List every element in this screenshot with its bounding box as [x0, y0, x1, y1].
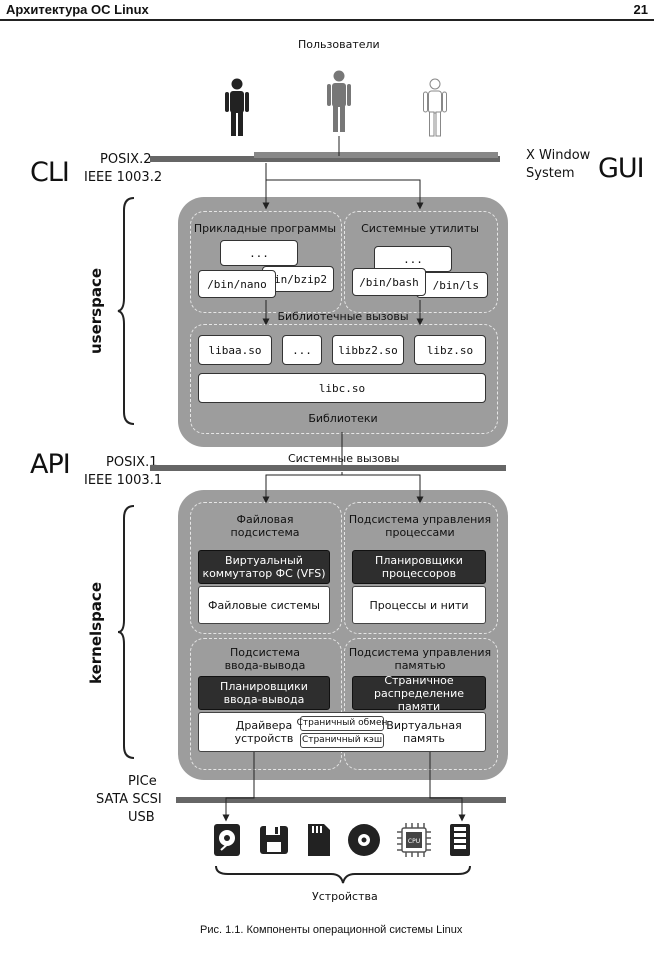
devices-brace	[215, 865, 471, 884]
figure-caption: Рис. 1.1. Компоненты операционной систем…	[200, 924, 463, 936]
io-title-1: Подсистема	[229, 646, 301, 659]
app-nano: /bin/nano	[198, 270, 276, 298]
vfs-label-1: Виртуальный	[225, 554, 303, 567]
libraries-label: Библиотеки	[308, 412, 378, 425]
library-calls-label: Библиотечные вызовы	[277, 310, 409, 323]
lib-libz: libz.so	[414, 335, 486, 365]
mem-title-2: памятью	[394, 659, 446, 672]
utils-title: Системные утилиты	[361, 222, 479, 235]
utility-ls: /bin/ls	[416, 272, 488, 298]
cli-title: CLI	[30, 157, 70, 188]
vfs-label-2: коммутатор ФС (VFS)	[202, 567, 326, 580]
user-icon	[423, 78, 447, 137]
users-label: Пользователи	[298, 38, 380, 51]
fs-title-2: подсистема	[230, 526, 300, 539]
paging-label-2: распределение памяти	[374, 686, 464, 713]
memory-card-icon	[308, 824, 330, 856]
lib-libbz2: libbz2.so	[332, 335, 404, 365]
api-title: API	[30, 449, 71, 480]
utility-bash: /bin/bash	[352, 268, 426, 296]
cli-standard-2: IEEE 1003.2	[84, 170, 163, 185]
gui-xwindow-2: System	[526, 166, 575, 181]
proc-title-1: Подсистема управления	[348, 513, 492, 526]
optical-disc-icon	[348, 824, 380, 856]
api-interface-bar	[150, 465, 506, 471]
paging-label-1: Страничное	[384, 673, 454, 687]
page-number: 21	[633, 2, 648, 17]
io-subsystem-area	[190, 638, 342, 770]
drivers-label-1: Драйвера	[235, 719, 293, 732]
mem-title-1: Подсистема управления	[348, 646, 492, 659]
api-standard-2: IEEE 1003.1	[84, 473, 163, 488]
running-header-title: Архитектура ОС Linux	[6, 2, 149, 17]
userspace-panel	[178, 197, 508, 447]
gui-interface-bar	[254, 152, 498, 158]
page-swap-box: Страничный обмен	[297, 716, 387, 731]
cli-interface-bar	[150, 156, 500, 162]
virtual-memory-label-2: память	[403, 732, 445, 745]
lib-more: ...	[282, 335, 322, 365]
io-sched-label-1: Планировщики	[220, 680, 308, 693]
utils-area	[344, 211, 498, 313]
kernelspace-brace	[117, 505, 135, 759]
utility-more: ...	[374, 246, 452, 272]
cpu-sched-label-1: Планировщики	[375, 554, 463, 567]
hard-disk-icon	[214, 824, 240, 856]
cpu-icon: CPU	[397, 823, 431, 857]
lib-libc: libc.so	[198, 373, 486, 403]
userspace-brace	[117, 197, 135, 425]
bus-label-1: PICe	[128, 774, 157, 789]
api-standard-1: POSIX.1	[106, 455, 158, 470]
bus-label-2: SATA SCSI	[96, 792, 162, 807]
lib-libaa: libaa.so	[198, 335, 272, 365]
virtual-memory-label-1: Виртуальная	[386, 719, 462, 732]
ram-module-icon	[450, 824, 470, 856]
gui-xwindow-1: X Window	[526, 148, 591, 163]
cli-standard-1: POSIX.2	[100, 152, 152, 167]
devices-label: Устройства	[312, 890, 378, 903]
header-rule	[0, 19, 654, 21]
memory-subsystem-area	[344, 638, 498, 770]
page-cache-box: Страничный кэш	[300, 733, 384, 748]
libraries-area	[190, 324, 498, 434]
floppy-disk-icon	[260, 826, 288, 854]
user-icon	[225, 78, 249, 136]
user-icon	[327, 70, 351, 132]
processes-threads-box: Процессы и нити	[352, 586, 486, 624]
io-sched-label-2: ввода-вывода	[223, 693, 305, 706]
proc-title-2: процессами	[385, 526, 455, 539]
io-title-2: ввода-вывода	[224, 659, 306, 672]
system-calls-label: Системные вызовы	[286, 452, 402, 465]
bus-label-3: USB	[128, 810, 155, 825]
hardware-bus-bar	[176, 797, 506, 803]
cpu-icon-text: CPU	[408, 838, 420, 845]
cpu-sched-label-2: процессоров	[381, 567, 457, 580]
drivers-label-2: устройств	[234, 732, 294, 745]
fs-title-1: Файловая	[236, 513, 294, 526]
gui-title: GUI	[598, 153, 645, 184]
app-more: ...	[220, 240, 298, 266]
filesystems-box: Файловые системы	[198, 586, 330, 624]
apps-title: Прикладные программы	[193, 222, 337, 235]
